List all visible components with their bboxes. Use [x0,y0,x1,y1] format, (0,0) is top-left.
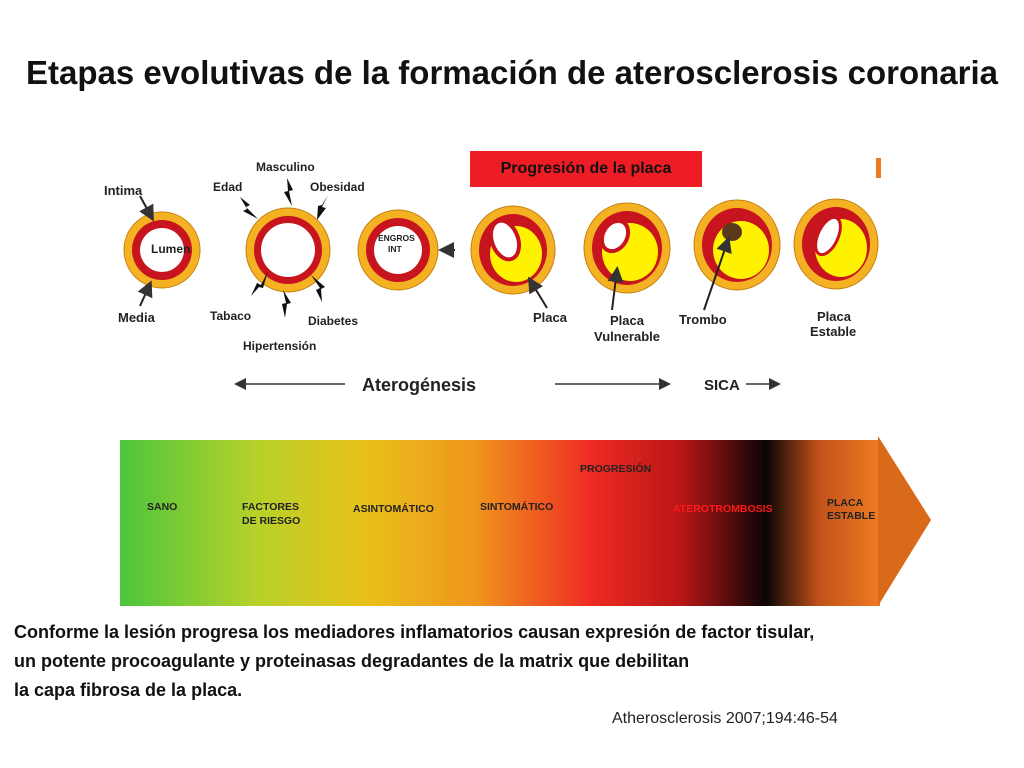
vessel-thrombus [693,199,781,291]
band-label-factores: FACTORES [242,501,299,513]
illustration-panel [120,156,880,432]
label-trombo: Trombo [679,312,727,327]
progression-band [120,440,880,606]
citation: Atherosclerosis 2007;194:46-54 [612,710,838,727]
progression-band-arrow [878,436,931,606]
phase-aterogenesis: Aterogénesis [362,375,476,395]
body-paragraph: Conforme la lesión progresa los mediador… [14,618,1014,705]
band-label-aterotrombosis: ATEROTROMBOSIS [673,503,773,515]
label-intima: Intima [104,183,143,198]
band-label-placa: PLACA [827,497,864,509]
risk-factor-bolts [240,178,328,318]
label-obesidad: Obesidad [310,180,365,194]
label-engros-int: INT [388,244,403,254]
vessel-thickening [357,209,439,291]
body-line-3: la capa fibrosa de la placa. [14,680,243,700]
label-media: Media [118,310,156,325]
progression-header-box [470,151,702,187]
label-tabaco: Tabaco [210,309,251,323]
band-label-estable: ESTABLE [827,510,876,522]
body-line-2: un potente procoagulante y proteinasas d… [14,651,690,671]
label-lumen: Lumen [151,242,190,256]
vessel-plaque [470,205,556,295]
body-line-1: Conforme la lesión progresa los mediador… [14,622,815,642]
label-hipertension: Hipertensión [243,339,316,353]
panel-edge-orange [876,158,881,178]
band-label-sintomatico: SINTOMÁTICO [480,501,554,513]
page-title: Etapas evolutivas de la formación de ate… [25,54,999,91]
label-diabetes: Diabetes [308,314,358,328]
vessel-vulnerable [583,202,671,294]
phase-sica: SICA [704,377,740,394]
label-masculino: Masculino [256,160,315,174]
band-label-de-riesgo: DE RIESGO [242,515,301,527]
label-estable: Estable [810,324,856,339]
label-placa: Placa [533,310,568,325]
band-label-sano: SANO [147,501,178,513]
label-engros: ENGROS [378,233,415,243]
progression-header: Progresión de la placa [500,160,672,177]
band-label-asintomatico: ASINTOMÁTICO [353,503,434,515]
label-placa-estable: Placa [817,309,852,324]
label-edad: Edad [213,180,242,194]
pointer-arrows [137,195,732,311]
label-placa-vulnerable: Placa [610,313,645,328]
vessel-normal [123,211,201,289]
vessel-stable [793,198,879,290]
vessel-risk-factors [245,207,331,293]
label-vulnerable: Vulnerable [594,329,660,344]
band-label-progresion: PROGRESIÓN [580,463,652,475]
